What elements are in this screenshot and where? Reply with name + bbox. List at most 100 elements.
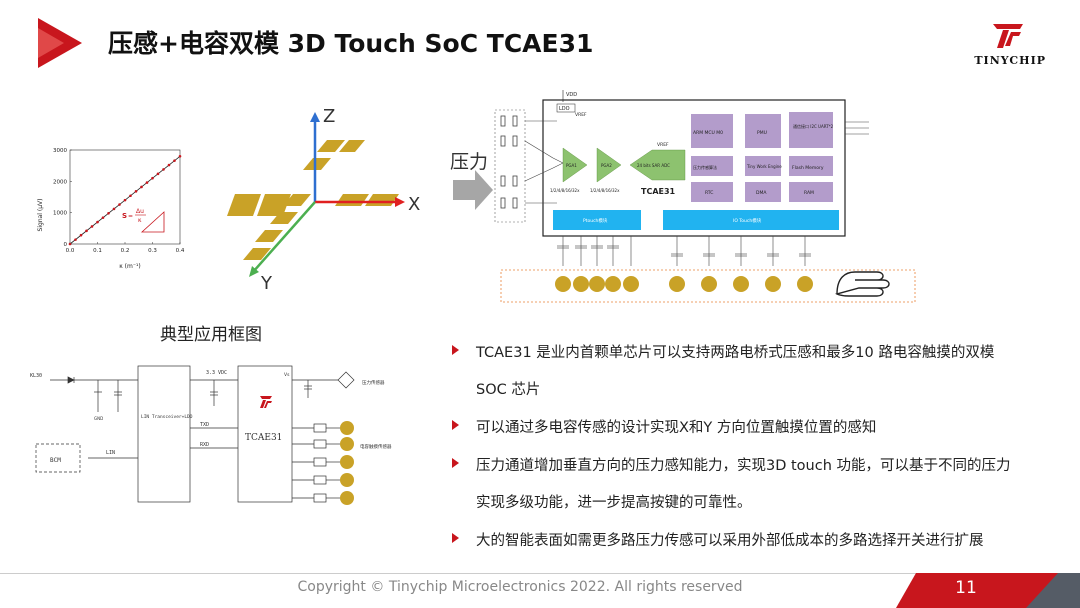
bullet-3-text: 压力通道增加垂直方向的压力感知能力，实现3D touch 功能，可以基于不同的压… — [476, 458, 1011, 474]
arm-mcu-block: ARM MCU M0 — [693, 130, 723, 136]
page-number-tab — [896, 573, 1080, 608]
data-point — [101, 216, 105, 219]
y-tick-label: 1000 — [53, 211, 67, 217]
bullet-marker-icon — [452, 458, 459, 468]
footer-divider — [0, 573, 1080, 574]
data-point — [134, 190, 138, 193]
ldo-label: LDO — [559, 106, 570, 112]
x-tick-label: 0.3 — [148, 248, 157, 254]
pga1-gain: 1/2/4/8/16/32x — [550, 188, 580, 193]
data-point — [145, 181, 149, 184]
chart-xlabel: κ (m⁻¹) — [119, 263, 141, 270]
x-tick-label: 0.4 — [176, 248, 185, 254]
chip-label: TCAE31 — [641, 187, 676, 196]
data-point — [140, 185, 143, 189]
bullet-marker-icon — [452, 345, 459, 355]
x-tick-label: 0.0 — [66, 248, 75, 254]
data-point — [151, 176, 154, 180]
annotation-du: Δu — [136, 208, 144, 215]
touch-pads — [555, 276, 813, 292]
bullet-1-text: TCAE31 是业内首颗单芯片可以支持两路电桥式压感和最多10 路电容触摸的双模 — [476, 345, 995, 361]
tinychip-logo-icon — [993, 24, 1023, 48]
comm-block: 通信接口 I2C UART*2 — [793, 123, 834, 129]
data-point — [96, 220, 99, 224]
data-point — [173, 159, 176, 162]
data-point — [112, 207, 116, 211]
ram-block: RAM — [804, 190, 814, 196]
gold-pads — [227, 140, 399, 260]
vdd-label: VDD — [566, 92, 577, 98]
annotation-eq: = — [128, 213, 133, 220]
data-point — [178, 154, 182, 158]
x-tick-label: 0.1 — [93, 248, 102, 254]
xyz-pad-illustration: Z X Y — [227, 106, 420, 290]
vref-label-1: VREF — [575, 112, 587, 118]
dma-block: DMA — [756, 190, 767, 196]
data-point — [156, 172, 160, 176]
data-point — [123, 198, 127, 202]
ptouch-module: Ptouch模块 — [583, 217, 608, 224]
bullet-4-text: 大的智能表面如需更多路压力传感可以采用外部低成本的多路选择开关进行扩展 — [476, 533, 984, 549]
y-axis-label: Y — [260, 273, 273, 290]
chart-ylabel: Signal (μV) — [37, 199, 44, 232]
x-tick-label: 0.2 — [121, 248, 130, 254]
y-tick-label: 3000 — [53, 148, 67, 154]
annotation-k: κ — [138, 217, 142, 224]
x-axis-label: X — [408, 194, 420, 215]
bullet-3-continuation: 实现多级功能，进一步提高按键的可靠性。 — [476, 495, 752, 511]
slope-annotation: S = Δu κ — [122, 208, 165, 233]
adc-label: 24 bits SAR ADC — [637, 163, 670, 168]
vref-label-2: VREF — [657, 142, 669, 148]
app-chip-label: TCAE31 — [245, 433, 282, 443]
copyright-text: Copyright © Tinychip Microelectronics 20… — [297, 579, 743, 595]
pmu-block: PMU — [757, 130, 767, 136]
data-point — [74, 238, 77, 241]
cap-sensor-label: 电容触摸传感器 — [360, 443, 392, 450]
io-touch-module: IO Touch模块 — [733, 217, 762, 224]
hand-pointer-icon — [835, 271, 890, 297]
input-arrow-icon — [453, 170, 493, 210]
pga2-label: PGA2 — [601, 163, 612, 168]
z-axis-label: Z — [323, 106, 335, 127]
data-point — [167, 163, 171, 167]
y-tick-label: 0 — [64, 242, 68, 248]
page-title: 压感+电容双模 3D Touch SoC TCAE31 — [108, 29, 594, 58]
red-chevron-icon — [38, 18, 82, 68]
pressure-sensor-label: 压力传感器 — [362, 379, 385, 386]
data-point — [68, 242, 72, 246]
data-point — [85, 229, 88, 233]
pressure-algo-block: 压力传感算法 — [693, 164, 717, 170]
tcae31-block-diagram: VDD LDO VREF VREF PGA1 PGA2 24 bits SAR … — [453, 90, 916, 303]
kl30-label: KL30 — [30, 373, 42, 379]
pga1-label: PGA1 — [566, 163, 577, 168]
typical-application-diagram: KL30 3.3 VDC LIN Transceiver+LDO TXD RXD… — [30, 365, 392, 505]
tiny-work-block: Tiny Work Engine — [746, 164, 782, 169]
bullet-marker-icon — [452, 420, 459, 430]
txd-label: TXD — [200, 422, 209, 428]
bullet-1-continuation: SOC 芯片 — [476, 382, 541, 398]
data-point — [90, 225, 94, 228]
bullet-marker-icon — [452, 533, 459, 543]
lin-transceiver-label: LIN Transceiver+LDO — [141, 414, 193, 420]
data-point — [107, 211, 110, 215]
data-point — [79, 233, 83, 237]
page-number: 11 — [955, 578, 977, 598]
typical-app-caption: 典型应用框图 — [160, 325, 262, 345]
flash-block: Flash Memory — [792, 165, 824, 171]
brand-name: TINYCHIP — [974, 54, 1046, 67]
pressure-label: 压力 — [450, 151, 489, 173]
vdc-label: 3.3 VDC — [206, 370, 227, 376]
bcm-label: BCM — [50, 457, 61, 464]
pga2-gain: 1/2/4/8/16/32x — [590, 188, 620, 193]
gnd-label: GND — [94, 416, 103, 421]
vs-label: Vs — [284, 372, 290, 378]
y-axis-line — [252, 201, 316, 273]
lin-label: LIN — [106, 450, 115, 456]
bullet-2-text: 可以通过多电容传感的设计实现X和Y 方向位置触摸位置的感知 — [476, 420, 877, 436]
data-point — [162, 168, 165, 171]
rxd-label: RXD — [200, 442, 209, 448]
data-point — [129, 194, 132, 198]
rtc-block: RTC — [705, 190, 713, 196]
annotation-s: S — [122, 212, 127, 220]
